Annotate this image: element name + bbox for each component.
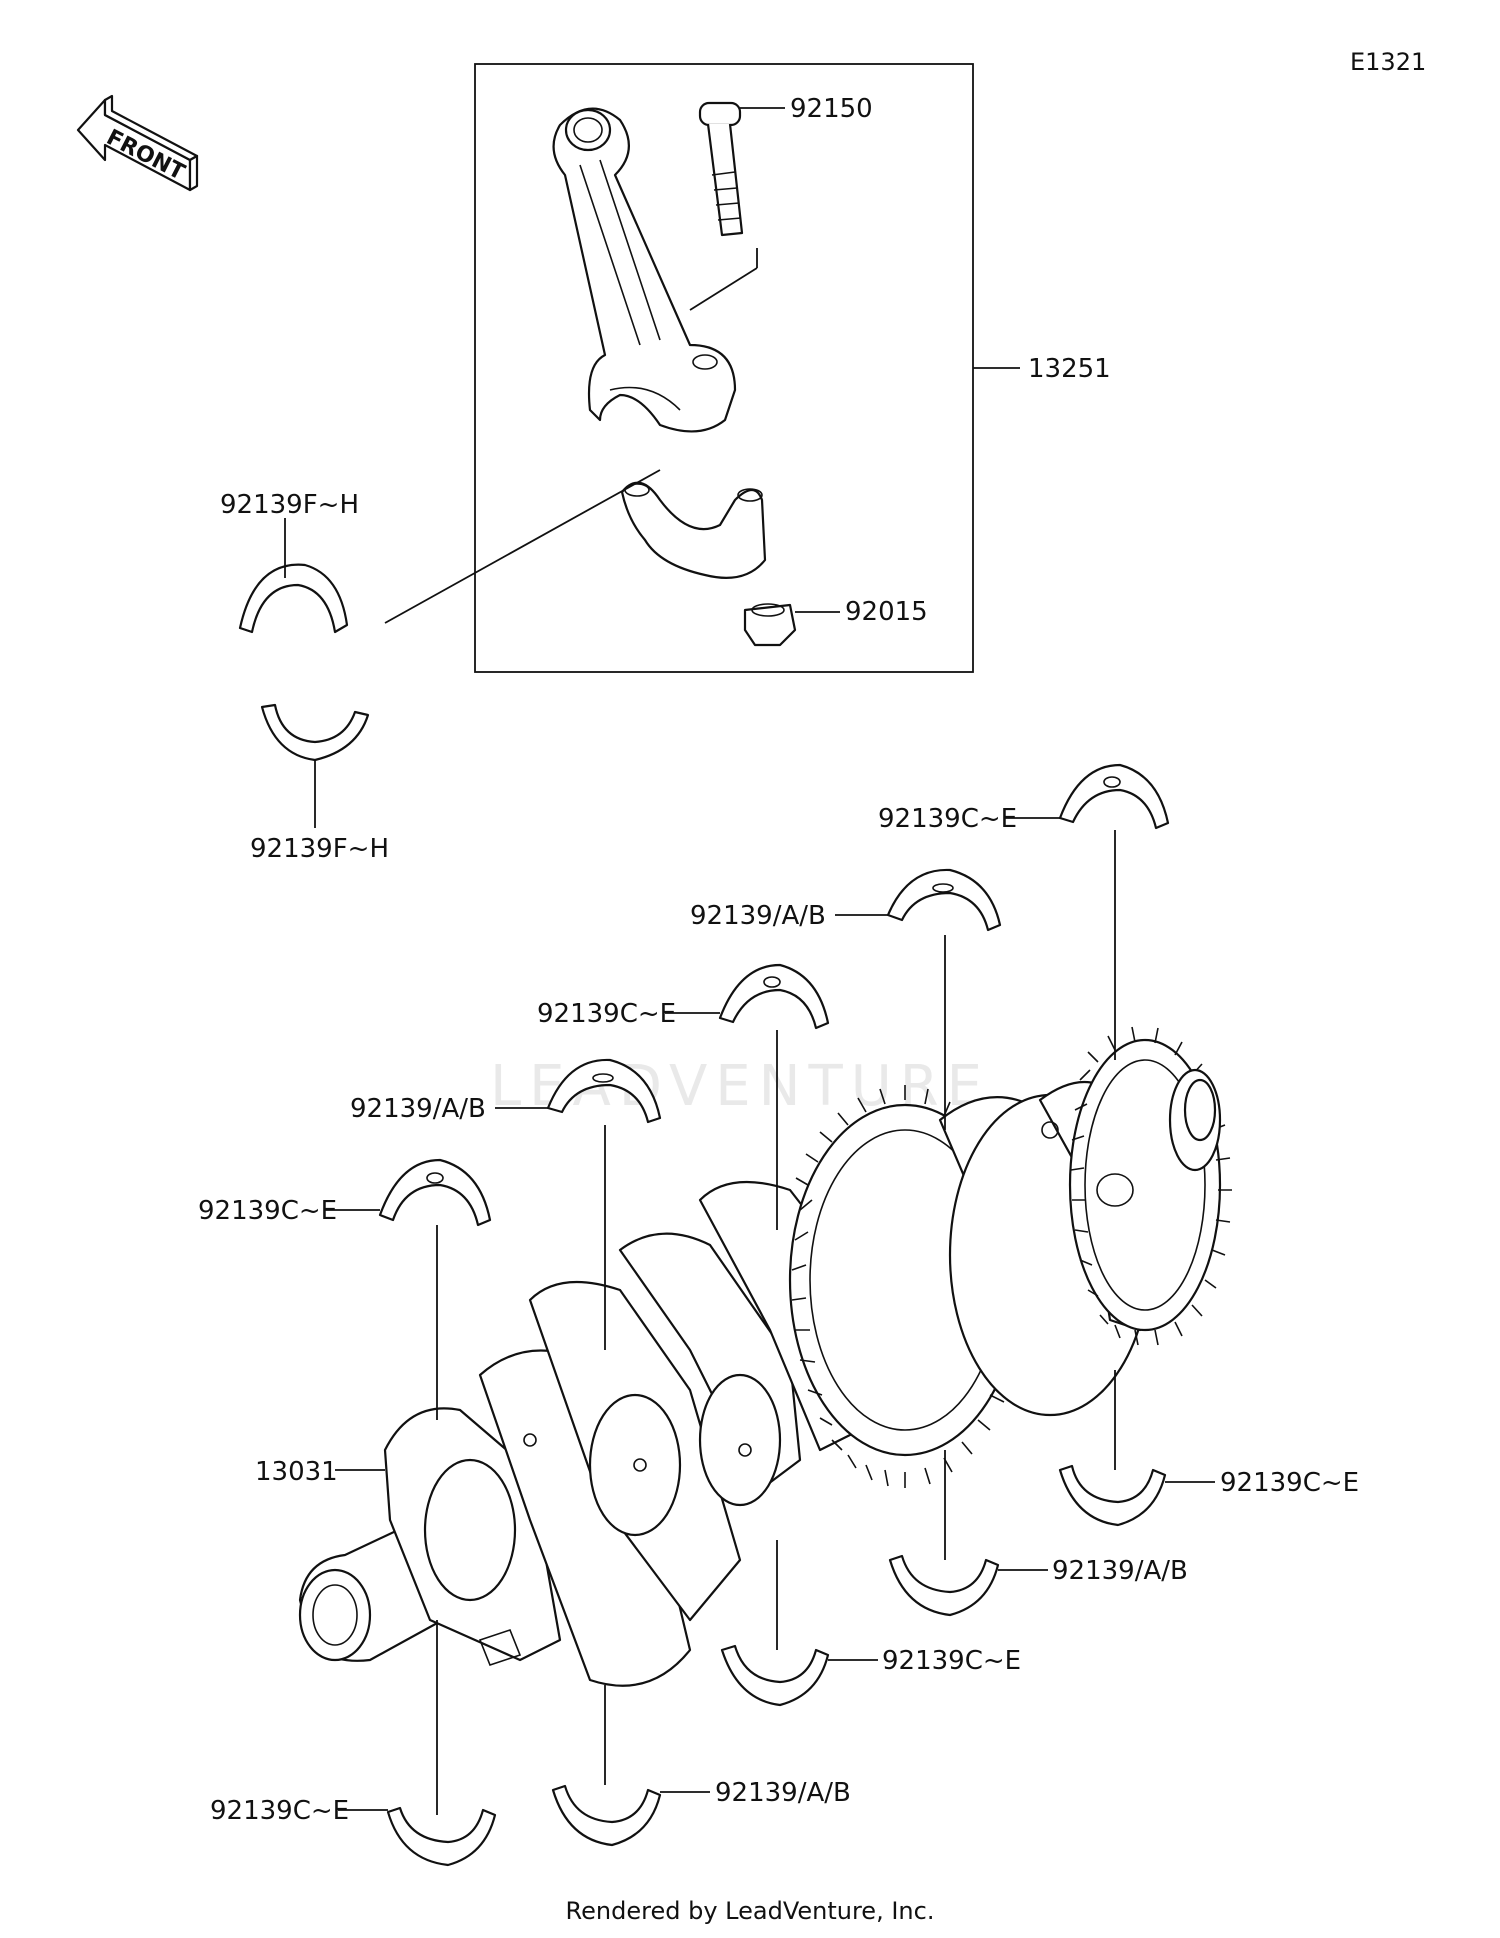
front-arrow-icon bbox=[76, 94, 199, 192]
callout-crankshaft: 13031 bbox=[255, 1457, 338, 1487]
main-bearing-upper-2 bbox=[546, 1058, 662, 1124]
callout-rod-nut: 92015 bbox=[845, 597, 928, 627]
callout-main-lower-5: 92139C~E bbox=[1220, 1468, 1359, 1498]
callout-main-upper-3: 92139C~E bbox=[537, 999, 676, 1029]
callout-main-lower-2: 92139/A/B bbox=[715, 1778, 851, 1808]
main-bearing-lower-1 bbox=[386, 1806, 497, 1867]
rod-bearing-lower bbox=[260, 703, 370, 762]
footer-credit: Rendered by LeadVenture, Inc. bbox=[565, 1897, 935, 1925]
connecting-rod bbox=[552, 107, 737, 433]
callout-main-upper-2: 92139/A/B bbox=[350, 1094, 486, 1124]
callout-main-upper-1: 92139C~E bbox=[198, 1196, 337, 1226]
main-bearing-lower-2 bbox=[551, 1784, 662, 1847]
callout-main-upper-4: 92139/A/B bbox=[690, 901, 826, 931]
main-bearing-lower-4 bbox=[888, 1554, 1000, 1617]
main-bearing-upper-3 bbox=[718, 963, 830, 1030]
main-bearing-lower-3 bbox=[720, 1644, 830, 1707]
main-bearing-upper-4 bbox=[886, 868, 1002, 932]
callout-rod-bearing-lower: 92139F~H bbox=[250, 834, 389, 864]
main-bearing-lower-5 bbox=[1058, 1464, 1167, 1527]
callout-rod-bearing-upper: 92139F~H bbox=[220, 490, 359, 520]
callout-main-lower-4: 92139/A/B bbox=[1052, 1556, 1188, 1586]
rod-nut bbox=[743, 603, 797, 647]
diagram-code: E1321 bbox=[1350, 48, 1426, 76]
callout-main-lower-3: 92139C~E bbox=[882, 1646, 1021, 1676]
rod-bearing-upper bbox=[238, 563, 349, 634]
rod-cap bbox=[620, 481, 767, 579]
crankshaft bbox=[298, 1026, 1232, 1687]
callout-rod-bolt: 92150 bbox=[790, 94, 873, 124]
rod-bolt bbox=[698, 101, 744, 237]
main-bearing-upper-1 bbox=[378, 1158, 492, 1227]
callout-main-upper-5: 92139C~E bbox=[878, 804, 1017, 834]
callout-rod-assy: 13251 bbox=[1028, 354, 1111, 384]
main-bearing-upper-5 bbox=[1058, 763, 1170, 830]
callout-main-lower-1: 92139C~E bbox=[210, 1796, 349, 1826]
